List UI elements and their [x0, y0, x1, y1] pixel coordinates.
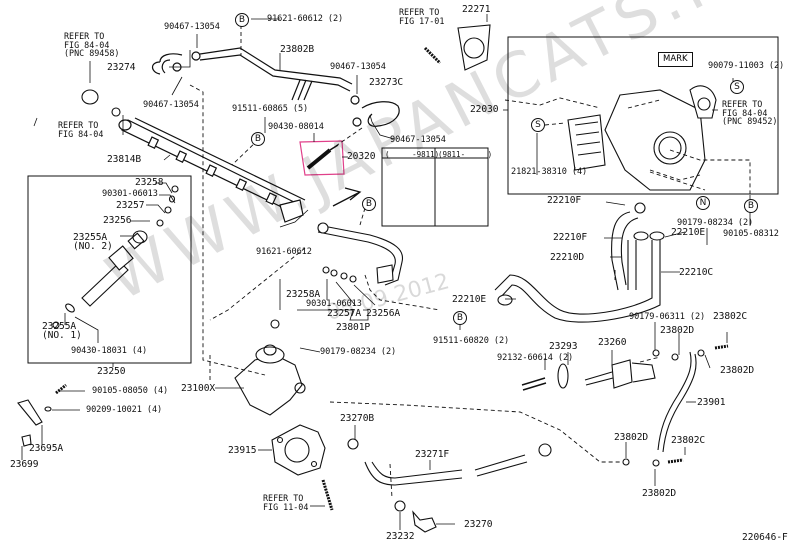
part-label[interactable]: 23255A (NO. 2) [73, 232, 113, 252]
part-label[interactable]: 22210C [679, 267, 714, 278]
part-label[interactable]: 20320 [347, 151, 376, 162]
part-label[interactable]: 23695A [29, 443, 64, 454]
fuel-pipe-drawing [317, 187, 404, 286]
part-label[interactable]: 23257A [327, 308, 362, 319]
ref-fig-11-04[interactable]: REFER TO FIG 11-04 [263, 493, 309, 512]
part-label[interactable]: 23901 [697, 397, 726, 408]
hose-pipe-drawing [151, 47, 400, 127]
part-label[interactable]: 23293 [549, 341, 578, 352]
part-label[interactable]: 23273C [369, 77, 404, 88]
water-bypass-drawing [521, 344, 729, 467]
part-label[interactable]: 23915 [228, 445, 257, 456]
part-label[interactable]: 90079-11003 (2) [708, 61, 785, 71]
part-label[interactable]: 23802C [713, 311, 748, 322]
part-label[interactable]: 22210D [550, 252, 585, 263]
marker-s-icon: S [730, 80, 744, 94]
ref-fig-84-04[interactable]: REFER TO FIG 84-04 [58, 120, 104, 139]
part-label[interactable]: 23232 [386, 531, 415, 542]
marker-b-icon: B [251, 132, 265, 146]
part-label[interactable]: 90301-06013 [306, 299, 362, 309]
ref-fig-84-04-pnc-89458[interactable]: REFER TO FIG 84-04 (PNC 89458) [64, 31, 120, 59]
part-label[interactable]: 90179-06311 (2) [629, 312, 706, 322]
part-label[interactable]: 21821-38310 (4) [511, 167, 588, 177]
marker-b-icon: B [362, 197, 376, 211]
regulator-drawing [234, 319, 306, 416]
marker-b-icon: B [235, 13, 249, 27]
part-label[interactable]: 90105-08050 (4) [92, 386, 169, 396]
part-label[interactable]: 90467-13054 [390, 135, 446, 145]
small-parts-drawing [17, 24, 491, 447]
part-label[interactable]: 90179-08234 (2) [677, 218, 754, 228]
part-label[interactable]: 91511-60820 (2) [433, 336, 510, 346]
part-label[interactable]: 23270 [464, 519, 493, 530]
part-label[interactable]: 23802D [720, 365, 755, 376]
part-label[interactable]: 23802D [642, 488, 677, 499]
return-hose-drawing [347, 438, 552, 533]
part-label[interactable]: 90105-08312 [723, 229, 779, 239]
part-label[interactable]: 92132-60614 (2) [497, 353, 574, 363]
part-label[interactable]: 91621-60612 (2) [267, 14, 344, 24]
part-label[interactable]: 22210E [452, 294, 487, 305]
injector-frame [27, 175, 192, 364]
inset-header-after-9811: (9811- ) [438, 150, 493, 159]
part-label[interactable]: 22210E [671, 227, 706, 238]
part-label[interactable]: 23258A [286, 289, 321, 300]
part-label[interactable]: 23814B [107, 154, 142, 165]
part-label[interactable]: 23260 [598, 337, 627, 348]
part-label[interactable]: 90301-06013 [102, 189, 158, 199]
marker-n-icon: N [696, 196, 710, 210]
part-label[interactable]: 22271 [462, 4, 491, 15]
part-label[interactable]: 23100X [181, 383, 216, 394]
marker-b-icon: B [453, 311, 467, 325]
part-label[interactable]: 90467-13054 [164, 22, 220, 32]
part-label[interactable]: 23255A (NO. 1) [42, 321, 82, 341]
ref-fig-84-04-pnc-89452[interactable]: REFER TO FIG 84-04 (PNC 89452) [722, 99, 778, 127]
part-label[interactable]: 23802B [280, 44, 315, 55]
part-label[interactable]: 22210F [553, 232, 588, 243]
dashed-lines [189, 25, 751, 499]
part-label[interactable]: 23256 [103, 215, 132, 226]
part-label[interactable]: 23270B [340, 413, 375, 424]
part-label[interactable]: 23802D [660, 325, 695, 336]
injector-drawing [52, 185, 179, 329]
part-label[interactable]: 22030 [470, 104, 499, 115]
throttle-body-frame [507, 36, 779, 195]
part-label[interactable]: 90209-10021 (4) [86, 405, 163, 415]
marker-b-icon: B [744, 199, 758, 213]
part-label[interactable]: 23256A [366, 308, 401, 319]
part-label[interactable]: 91621-60612 [256, 247, 312, 257]
part-label[interactable]: 23258 [135, 177, 164, 188]
part-label[interactable]: 23257 [116, 200, 145, 211]
part-label[interactable]: 90430-18031 (4) [71, 346, 148, 356]
part-label[interactable]: 90430-08014 [268, 122, 324, 132]
part-label[interactable]: 90179-08234 (2) [320, 347, 397, 357]
ref-fig-17-01[interactable]: REFER TO FIG 17-01 [399, 7, 445, 26]
part-label[interactable]: 23274 [107, 62, 136, 73]
inset-header-before-9811: ( -9811) [385, 150, 440, 159]
water-hoses-drawing [494, 202, 665, 323]
highlighted-part-20320 [299, 140, 345, 176]
gasket-drawing [271, 424, 334, 511]
part-label[interactable]: 23699 [10, 459, 39, 470]
delivery-pipe-drawing [118, 117, 306, 223]
mark-label-box: MARK [658, 52, 693, 67]
part-label[interactable]: 23801P [336, 322, 371, 333]
part-label[interactable]: 23250 [97, 366, 126, 377]
leader-lines [21, 14, 751, 530]
part-label[interactable]: 23802C [671, 435, 706, 446]
throttle-body-drawing [567, 85, 717, 191]
part-label[interactable]: 23271F [415, 449, 450, 460]
part-label[interactable]: 23802D [614, 432, 649, 443]
marker-s-icon: S [531, 118, 545, 132]
figure-id: 220646-F [742, 532, 788, 543]
part-label[interactable]: 22210F [547, 195, 582, 206]
part-label[interactable]: 91511-60865 (5) [232, 104, 309, 114]
part-label[interactable]: 90467-13054 [330, 62, 386, 72]
part-label[interactable]: 90467-13054 [143, 100, 199, 110]
